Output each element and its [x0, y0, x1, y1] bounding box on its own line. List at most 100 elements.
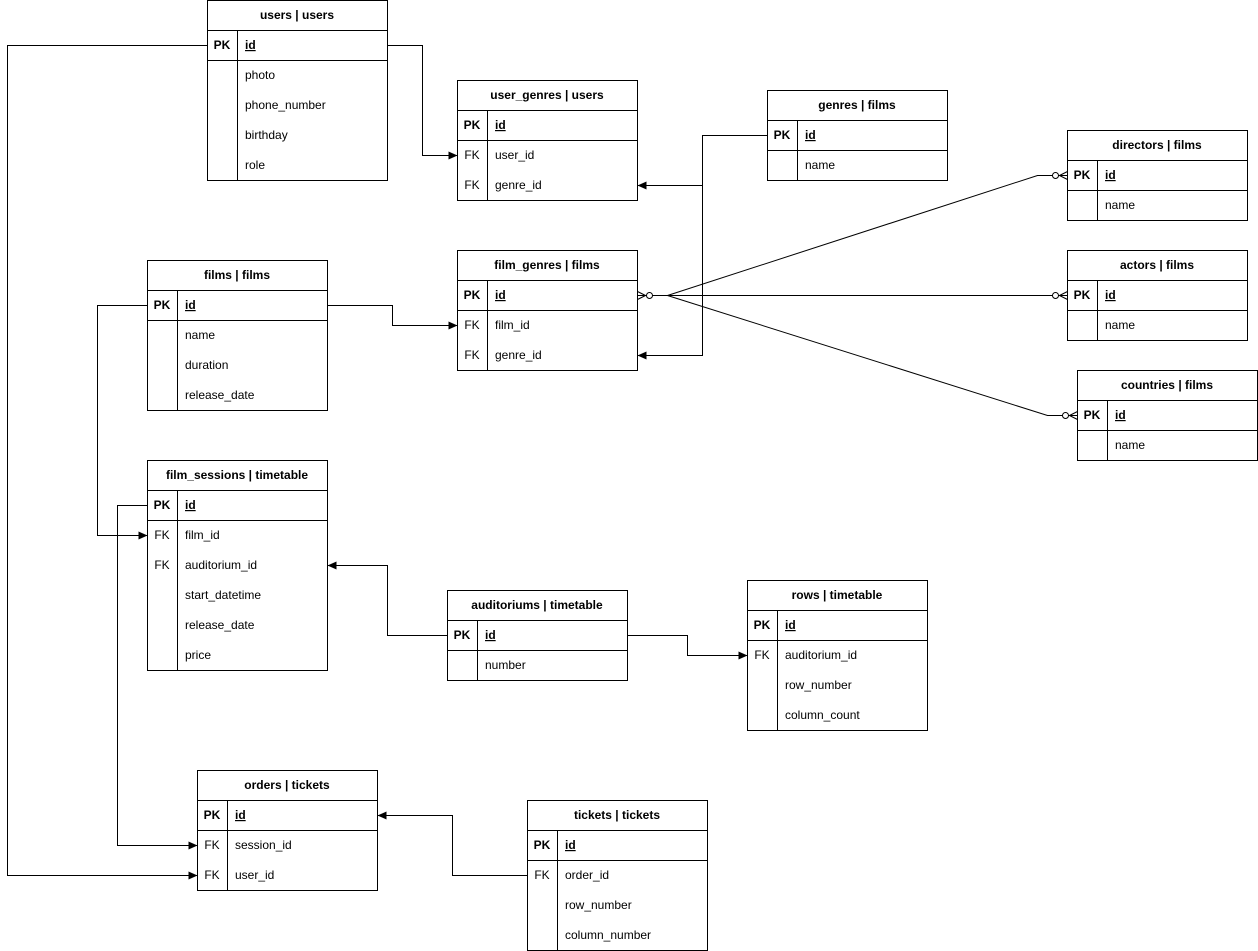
- field-name: name: [1105, 198, 1135, 212]
- field-name: order_id: [565, 868, 609, 882]
- table-row[interactable]: FK film_id: [154, 528, 219, 542]
- table-row[interactable]: name: [1105, 318, 1135, 332]
- relation-origin-mark: [637, 291, 668, 300]
- table-row[interactable]: release_date: [185, 618, 255, 632]
- connector-path: [97, 305, 148, 540]
- field-name: price: [185, 648, 211, 662]
- field-name: column_count: [785, 708, 860, 722]
- table-title: rows | timetable: [792, 588, 883, 602]
- field-name: id: [565, 838, 576, 852]
- table-row[interactable]: name: [1115, 438, 1145, 452]
- table-row[interactable]: release_date: [185, 388, 255, 402]
- relations-layer: [7, 45, 1078, 880]
- foreign-key-label: FK: [534, 868, 549, 882]
- field-name: start_datetime: [185, 588, 261, 602]
- table-row[interactable]: FK auditorium_id: [154, 558, 257, 572]
- table-row[interactable]: column_count: [785, 708, 860, 722]
- field-name: name: [805, 158, 835, 172]
- foreign-key-label: FK: [154, 558, 169, 572]
- foreign-key-label: FK: [464, 348, 479, 362]
- field-name: duration: [185, 358, 228, 372]
- table-row[interactable]: row_number: [785, 678, 852, 692]
- table-row[interactable]: row_number: [565, 898, 632, 912]
- table-row[interactable]: name: [805, 158, 835, 172]
- foreign-key-label: FK: [154, 528, 169, 542]
- field-name: film_id: [185, 528, 220, 542]
- table-row[interactable]: column_number: [565, 928, 651, 942]
- relation-line: [7, 45, 208, 880]
- connector-path: [117, 505, 198, 850]
- field-name: column_number: [565, 928, 651, 942]
- table-title: orders | tickets: [244, 778, 330, 792]
- table-row[interactable]: number: [485, 658, 526, 672]
- field-name: id: [235, 808, 246, 822]
- connector-path: [637, 185, 703, 360]
- table-row[interactable]: name: [1105, 198, 1135, 212]
- foreign-key-label: FK: [204, 868, 219, 882]
- table-row[interactable]: name: [185, 328, 215, 342]
- table-row[interactable]: start_datetime: [185, 588, 261, 602]
- field-name: user_id: [495, 148, 534, 162]
- connector-path: [667, 175, 1068, 296]
- table-row[interactable]: phone_number: [245, 98, 326, 112]
- table-row[interactable]: role: [245, 158, 265, 172]
- field-name: id: [785, 618, 796, 632]
- field-name: birthday: [245, 128, 288, 142]
- field-name: id: [485, 628, 496, 642]
- table-row[interactable]: photo: [245, 68, 275, 82]
- table-title: tickets | tickets: [574, 808, 660, 822]
- table-row[interactable]: birthday: [245, 128, 288, 142]
- table-row[interactable]: FK order_id: [534, 868, 609, 882]
- foreign-key-label: FK: [464, 318, 479, 332]
- connector-path: [7, 45, 208, 880]
- table-row[interactable]: price: [185, 648, 211, 662]
- primary-key-label: PK: [1074, 168, 1091, 182]
- field-name: auditorium_id: [185, 558, 257, 572]
- table-row[interactable]: duration: [185, 358, 228, 372]
- relation-line: [637, 135, 768, 190]
- table-title: users | users: [260, 8, 334, 22]
- table-title: genres | films: [818, 98, 896, 112]
- zero-cardinality-mark: [1052, 172, 1059, 179]
- field-name: role: [245, 158, 265, 172]
- field-name: id: [805, 128, 816, 142]
- connector-path: [327, 305, 458, 330]
- foreign-key-label: FK: [754, 648, 769, 662]
- field-name: id: [1105, 288, 1116, 302]
- field-name: id: [185, 298, 196, 312]
